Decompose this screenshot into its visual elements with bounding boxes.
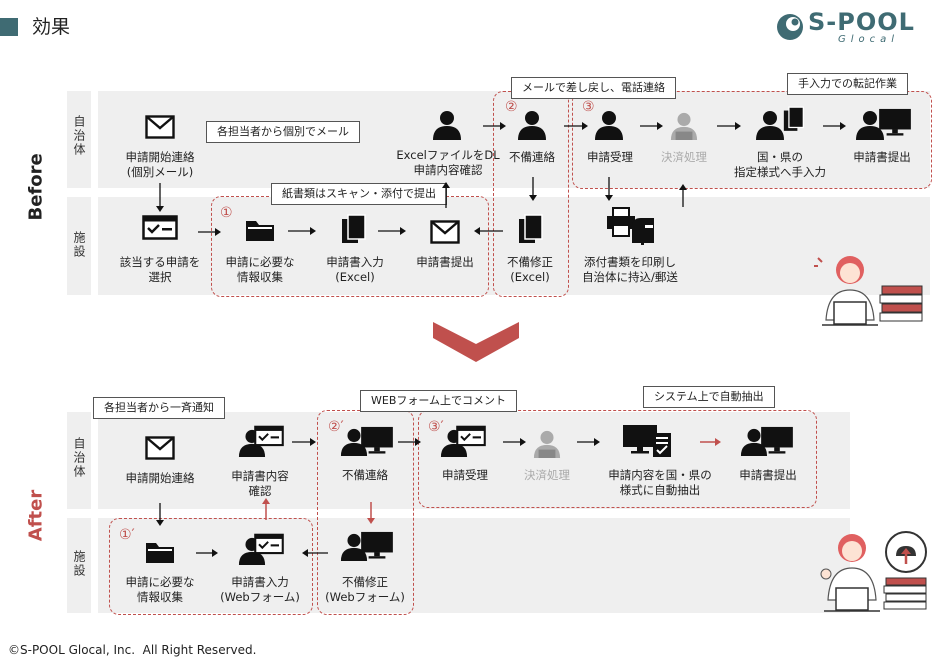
before-start-label: 申請開始連絡(個別メール) <box>125 150 195 179</box>
after-defect-label: 不備連絡 <box>342 468 388 482</box>
before-collect-label: 申請に必要な情報収集 <box>225 255 295 284</box>
before-input-label: 申請書入力(Excel) <box>326 255 384 284</box>
before-jichitai-band <box>67 91 91 188</box>
before-final-label: 申請書提出 <box>853 150 911 164</box>
callout-manual: 手入力での転記作業 <box>787 73 908 95</box>
after-accept-label: 申請受理 <box>442 468 488 482</box>
after-final-label: 申請書提出 <box>739 468 797 482</box>
before-num-1: ① <box>220 205 233 221</box>
before-manual-label: 国・県の指定様式へ手入力 <box>734 150 826 179</box>
logo-main: S-POOL <box>808 8 915 36</box>
callout-scan: 紙書類はスキャン・添付で提出 <box>271 183 447 205</box>
after-box-3 <box>418 410 817 508</box>
before-select-label: 該当する申請を選択 <box>119 255 201 284</box>
before-approval-label: 決済処理 <box>661 150 707 164</box>
copyright: ©S-POOL Glocal, Inc. All Right Reserved. <box>8 643 257 657</box>
callout-web-comment: WEBフォーム上でコメント <box>360 390 518 412</box>
before-shisetsu-band-main <box>98 197 930 295</box>
after-check-label: 申請書内容確認 <box>231 469 289 498</box>
after-jichitai-band <box>67 412 91 509</box>
happy-worker-illustration <box>820 531 927 612</box>
title-marker <box>0 18 18 36</box>
after-box-1 <box>109 518 313 615</box>
after-row-label-jichitai: 自治体 <box>72 437 86 479</box>
before-submit-label: 申請書提出 <box>416 255 474 269</box>
page-title: 効果 <box>32 16 71 38</box>
after-num-3: ③′ <box>428 419 444 435</box>
after-num-2: ②′ <box>328 419 344 435</box>
before-print-label: 添付書類を印刷し自治体に持込/郵送 <box>582 255 678 284</box>
company-logo: S-POOL Glocal <box>776 8 936 46</box>
worried-worker-illustration <box>814 256 923 326</box>
after-approval-label: 決済処理 <box>524 468 570 482</box>
after-input-label: 申請書入力(Webフォーム) <box>220 575 300 604</box>
after-shisetsu-band <box>67 518 91 613</box>
before-row-label-shisetsu: 施設 <box>72 231 86 259</box>
before-fix-label: 不備修正(Excel) <box>507 255 553 284</box>
callout-notify: 各担当者から一斉通知 <box>93 397 225 419</box>
after-shisetsu-band-main <box>98 518 850 613</box>
after-num-1: ①′ <box>119 527 135 543</box>
logo-sub: Glocal <box>838 34 900 45</box>
transition-chevron-icon <box>433 322 519 362</box>
before-box-3 <box>572 91 932 189</box>
after-start-label: 申請開始連絡 <box>125 471 195 485</box>
before-accept-label: 申請受理 <box>587 150 633 164</box>
before-defect-label: 不備連絡 <box>509 150 555 164</box>
before-shisetsu-band <box>67 197 91 295</box>
callout-individual-mail: 各担当者から個別でメール <box>206 121 360 143</box>
before-num-3: ③ <box>582 99 595 115</box>
callout-return: メールで差し戻し、電話連絡 <box>511 77 676 99</box>
after-extract-label: 申請内容を国・県の様式に自動抽出 <box>608 468 712 497</box>
before-row-label-jichitai: 自治体 <box>72 115 86 157</box>
callout-system: システム上で自動抽出 <box>643 386 775 408</box>
after-fix-label: 不備修正(Webフォーム) <box>325 575 405 604</box>
before-num-2: ② <box>505 99 518 115</box>
logo-mark-icon <box>777 14 803 40</box>
after-collect-label: 申請に必要な情報収集 <box>125 575 195 604</box>
after-row-label-shisetsu: 施設 <box>72 550 86 578</box>
